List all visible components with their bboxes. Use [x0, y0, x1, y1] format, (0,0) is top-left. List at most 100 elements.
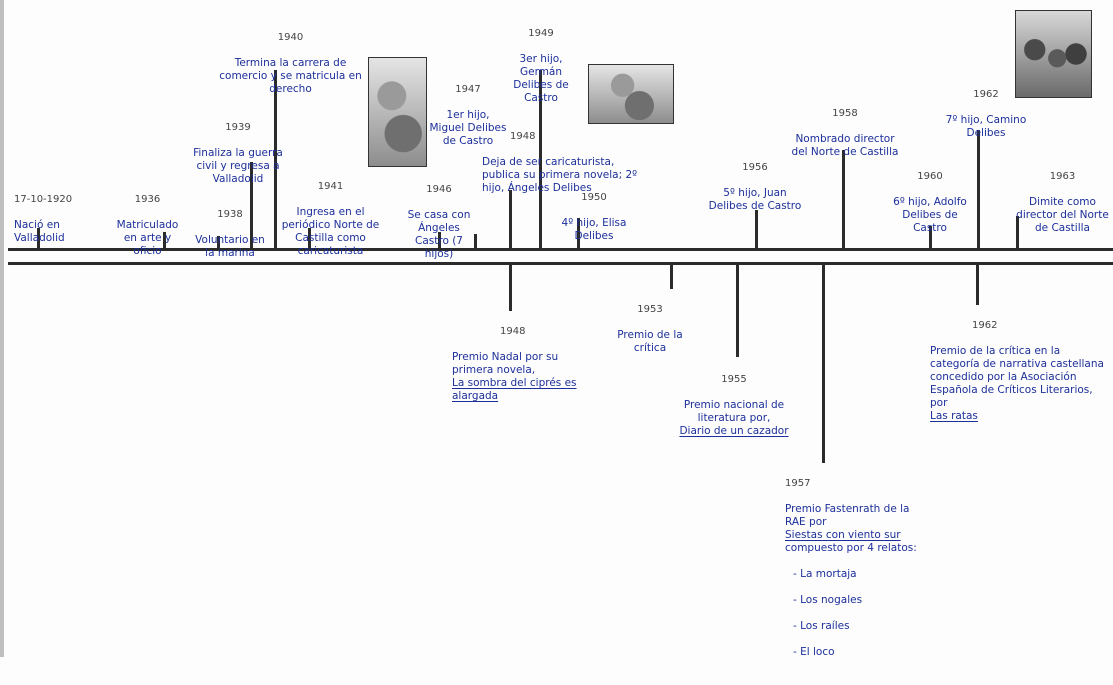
event-text: 3er hijo, Germán Delibes de Castro — [513, 53, 569, 104]
event-year: 1938 — [217, 209, 243, 220]
tick-1955 — [736, 265, 739, 357]
event-1953: 1953 Premio de la crítica — [610, 290, 690, 355]
tick-1950 — [577, 218, 580, 248]
tick-1962b — [976, 265, 979, 305]
page-border — [0, 0, 4, 657]
tick-1962a — [977, 130, 980, 248]
event-1920: 17-10-1920 Nació en Valladolid — [14, 180, 94, 245]
event-1940: 1940 Termina la carrera de comercio y se… — [218, 18, 363, 96]
event-1957: 1957 Premio Fastenrath de la RAE por Sie… — [785, 464, 920, 685]
event-text: Nació en Valladolid — [14, 219, 65, 244]
event-year: 1957 — [785, 478, 811, 489]
tick-1941 — [308, 228, 311, 248]
event-year: 1962 — [972, 320, 998, 331]
event-title: Siestas con viento sur — [785, 529, 901, 541]
event-text: Nombrado director del Norte de Castilla — [791, 133, 899, 158]
event-title: La sombra del ciprés es alargada — [452, 377, 577, 402]
work-item: - Los raíles — [793, 620, 850, 632]
event-year: 1963 — [1049, 171, 1076, 182]
event-text: 7º hijo, Camino Delibes — [945, 114, 1027, 139]
event-1936: 1936 Matriculado en arte y oficio — [110, 180, 185, 258]
event-1947: 1947 1er hijo, Miguel Delibes de Castro — [428, 70, 508, 148]
tick-1948a — [509, 190, 512, 248]
tick-1960 — [929, 226, 932, 248]
tick-1956 — [755, 210, 758, 248]
event-text: Deja de ser caricaturista, publica su pr… — [482, 156, 638, 194]
tick-1936 — [163, 232, 166, 248]
event-year: 1955 — [721, 374, 747, 385]
event-1955: 1955 Premio nacional de literatura por, … — [678, 360, 790, 438]
event-1948b: 1948 Premio Nadal por su primera novela,… — [452, 312, 602, 403]
event-1960: 1960 6º hijo, Adolfo Delibes de Castro — [890, 157, 970, 235]
works-list: - La mortaja - Los nogales - Los raíles … — [785, 555, 920, 672]
event-1941: 1941 Ingresa en el periódico Norte de Ca… — [278, 167, 383, 258]
tick-1963 — [1016, 216, 1019, 248]
photo-delibes-portrait — [588, 64, 674, 124]
event-1938: 1938 Voluntario en la marina — [190, 195, 270, 260]
timeline-diagram: 17-10-1920 Nació en Valladolid 1936 Matr… — [0, 0, 1113, 658]
event-1950: 1950 4º hijo, Elisa Delibes — [548, 178, 640, 243]
event-text: Premio Fastenrath de la RAE por — [785, 503, 910, 528]
tick-1957 — [822, 265, 825, 463]
event-text: Finaliza la guerra civil y regresa a Val… — [193, 147, 283, 185]
photo-delibes-couple — [368, 57, 427, 167]
event-year: 17-10-1920 — [14, 194, 73, 205]
event-1962b: 1962 Premio de la crítica en la categorí… — [930, 306, 1105, 423]
event-title: Las ratas — [930, 410, 978, 422]
event-text: Dimite como director del Norte de Castil… — [1016, 196, 1109, 234]
event-1963: 1963 Dimite como director del Norte de C… — [1015, 157, 1110, 235]
event-year: 1960 — [917, 171, 943, 182]
event-year: 1956 — [742, 162, 768, 173]
photo-family — [1015, 10, 1092, 98]
event-1949: 1949 3er hijo, Germán Delibes de Castro — [500, 14, 582, 105]
event-text: Ingresa en el periódico Norte de Castill… — [281, 206, 380, 257]
event-text: 6º hijo, Adolfo Delibes de Castro — [893, 196, 967, 234]
event-1962a: 1962 7º hijo, Camino Delibes — [936, 75, 1036, 140]
event-year: 1939 — [225, 122, 251, 133]
event-year: 1940 — [277, 32, 304, 43]
event-year: 1948 — [510, 131, 536, 142]
event-text: Matriculado en arte y oficio — [116, 219, 179, 257]
event-1958: 1958 Nombrado director del Norte de Cast… — [790, 94, 900, 159]
event-text: Premio Nadal por su primera novela, — [452, 351, 559, 376]
tick-1948b — [509, 265, 512, 311]
event-year: 1953 — [637, 304, 663, 315]
timeline-axis-upper — [8, 248, 1113, 251]
tick-1947 — [474, 234, 477, 248]
event-year: 1947 — [455, 84, 481, 95]
timeline-axis-lower — [8, 262, 1113, 265]
event-title: Diario de un cazador — [679, 425, 789, 437]
tick-1958 — [842, 150, 845, 248]
tick-1949 — [539, 70, 542, 248]
event-1946: 1946 Se casa con Ángeles Castro (7 hijos… — [400, 170, 478, 261]
event-text: 5º hijo, Juan Delibes de Castro — [708, 187, 802, 212]
tick-1920 — [37, 228, 40, 248]
event-1956: 1956 5º hijo, Juan Delibes de Castro — [705, 148, 805, 213]
work-item: - La mortaja — [793, 568, 857, 580]
event-year: 1949 — [528, 28, 554, 39]
event-text: 1er hijo, Miguel Delibes de Castro — [429, 109, 507, 147]
event-text: Voluntario en la marina — [195, 234, 265, 259]
event-text: Se casa con Ángeles Castro (7 hijos) — [407, 209, 471, 260]
event-year: 1958 — [832, 108, 858, 119]
event-year: 1950 — [581, 192, 607, 203]
event-text: Premio de la crítica — [617, 329, 683, 354]
work-item: - Los nogales — [793, 594, 863, 606]
event-text: Premio de la crítica en la categoría de … — [930, 345, 1104, 409]
event-year: 1941 — [317, 181, 344, 192]
event-year: 1948 — [500, 326, 526, 337]
event-1939: 1939 Finaliza la guerra civil y regresa … — [188, 108, 288, 186]
work-item: - El loco — [793, 646, 835, 658]
event-text: 4º hijo, Elisa Delibes — [561, 217, 627, 242]
tick-1939 — [250, 162, 253, 248]
tick-1946 — [438, 232, 441, 248]
event-1948a: 1948 Deja de ser caricaturista, publica … — [482, 117, 642, 195]
tick-1938 — [217, 236, 220, 248]
event-text: Premio nacional de literatura por, — [683, 399, 785, 424]
tick-1953 — [670, 265, 673, 289]
event-text: Termina la carrera de comercio y se matr… — [219, 57, 362, 95]
event-year: 1962 — [973, 89, 999, 100]
event-after: compuesto por 4 relatos: — [785, 542, 917, 554]
event-year: 1946 — [426, 184, 452, 195]
tick-1940 — [274, 70, 277, 248]
